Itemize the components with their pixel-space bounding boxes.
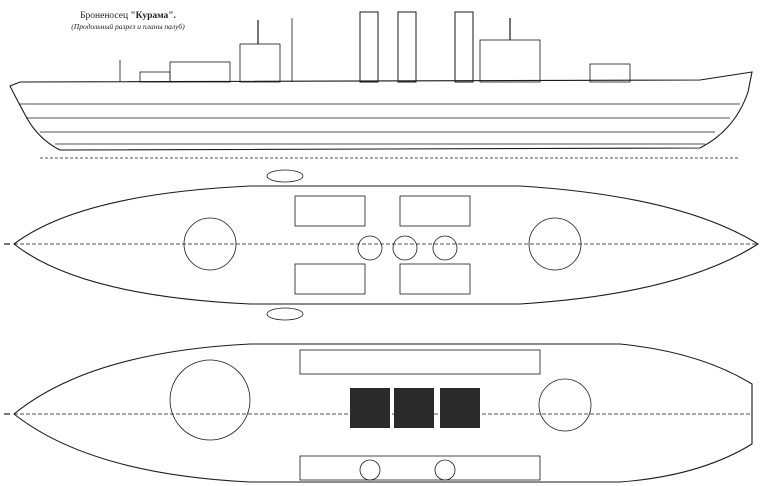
fore-turret-barbette-lower	[169, 359, 251, 441]
longitudinal-section-view	[9, 11, 753, 159]
fore-turret-house	[139, 71, 171, 83]
drawing-title-block: Броненосец "Курама". (Продольный разрез …	[28, 10, 228, 32]
hull-profile	[9, 71, 753, 151]
gun-mount-1	[359, 459, 381, 481]
aft-turret-barbette-lower	[538, 378, 592, 432]
aft-turret-house	[589, 63, 631, 83]
funnel-uptake-1	[357, 235, 383, 261]
sponson-port-fore	[294, 195, 366, 227]
sponson-stbd-aft	[399, 263, 471, 295]
funnel-uptake-3	[432, 235, 458, 261]
ship-name: "Курама".	[130, 11, 176, 21]
gun-mount-2	[434, 459, 456, 481]
funnel-1	[359, 11, 379, 83]
lower-deck-outline	[13, 343, 753, 483]
funnel-uptake-2	[392, 235, 418, 261]
upper-deck-outline	[13, 185, 760, 305]
aft-turret-barbette-upper	[528, 217, 582, 271]
engine-room	[440, 388, 480, 428]
fore-turret-barbette-upper	[183, 217, 237, 271]
boiler-room-1	[350, 388, 390, 428]
title-prefix: Броненосец	[80, 11, 131, 21]
fore-bridge	[239, 43, 281, 83]
fore-superstructure	[169, 61, 231, 83]
lower-deck-plan-view	[4, 343, 753, 483]
upper-deck-plan-view	[4, 169, 760, 321]
funnel-3	[454, 11, 474, 83]
boiler-room-2	[394, 388, 434, 428]
funnel-2	[397, 11, 417, 83]
casemate-port	[299, 349, 541, 375]
drawing-title: Броненосец "Курама".	[28, 10, 228, 22]
boat-stbd	[266, 307, 304, 321]
sponson-stbd-fore	[294, 263, 366, 295]
sponson-port-aft	[399, 195, 471, 227]
aft-superstructure	[479, 39, 541, 83]
boat-port	[266, 169, 304, 183]
casemate-stbd	[299, 455, 541, 481]
drawing-subtitle: (Продольный разрез и планы палуб)	[71, 22, 185, 31]
